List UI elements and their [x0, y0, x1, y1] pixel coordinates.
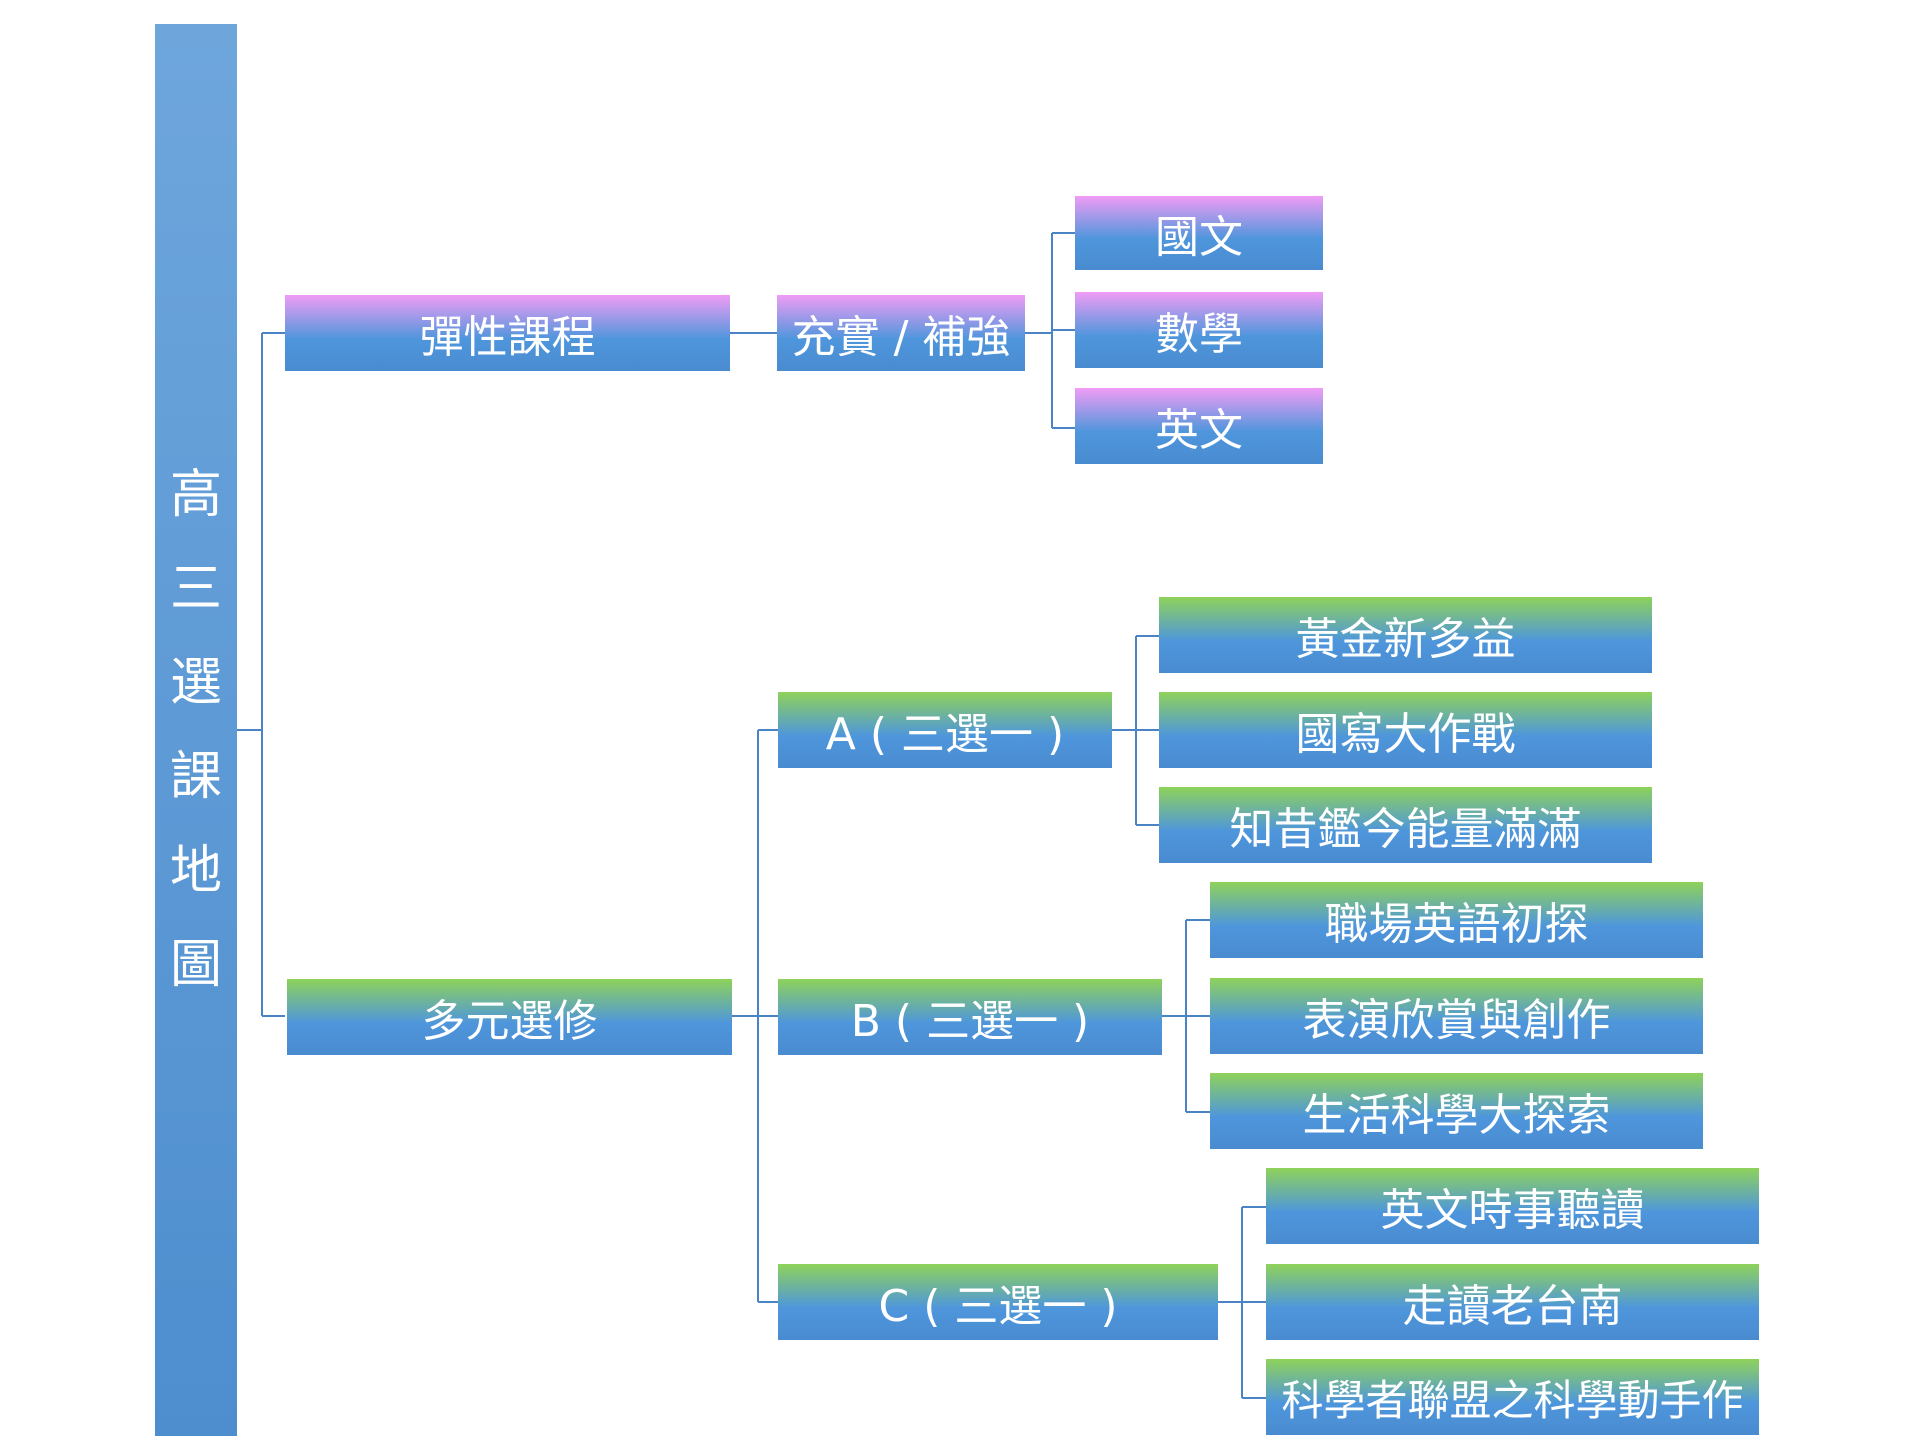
course-node: 走讀老台南: [1266, 1264, 1759, 1340]
root-char: 高: [169, 465, 222, 525]
enrichment-remedial-node: 充實 / 補強: [777, 295, 1025, 371]
connector-root: [237, 332, 285, 1017]
connector-sub-subjects: [1025, 232, 1075, 429]
root-char: 選: [169, 653, 222, 713]
group-c-node: C ( 三選一 ): [778, 1264, 1218, 1340]
subject-node: 英文: [1075, 388, 1323, 464]
root-char: 地: [169, 841, 222, 901]
course-node: 表演欣賞與創作: [1210, 978, 1703, 1054]
connector-group-c: [1218, 1206, 1266, 1399]
course-node: 黃金新多益: [1159, 597, 1652, 673]
course-node: 職場英語初探: [1210, 882, 1703, 958]
root-char: 三: [169, 559, 222, 619]
connector-group-b: [1162, 919, 1210, 1113]
course-node: 生活科學大探索: [1210, 1073, 1703, 1149]
course-node: 科學者聯盟之科學動手作: [1266, 1359, 1759, 1435]
flexible-courses-node: 彈性課程: [285, 295, 730, 371]
connector-group-a: [1112, 635, 1159, 826]
root-char: 圖: [169, 935, 222, 995]
course-node: 知昔鑑今能量滿滿: [1159, 787, 1652, 863]
course-node: 英文時事聽讀: [1266, 1168, 1759, 1244]
connector-elective: [732, 729, 778, 1303]
root-node: 高 三 選 課 地 圖: [155, 24, 237, 1436]
group-b-node: B ( 三選一 ): [778, 979, 1162, 1055]
group-a-node: A ( 三選一 ): [778, 692, 1112, 768]
subject-node: 數學: [1075, 292, 1323, 368]
subject-node: 國文: [1075, 196, 1323, 270]
elective-courses-node: 多元選修: [287, 979, 732, 1055]
course-node: 國寫大作戰: [1159, 692, 1652, 768]
root-char: 課: [169, 747, 222, 807]
